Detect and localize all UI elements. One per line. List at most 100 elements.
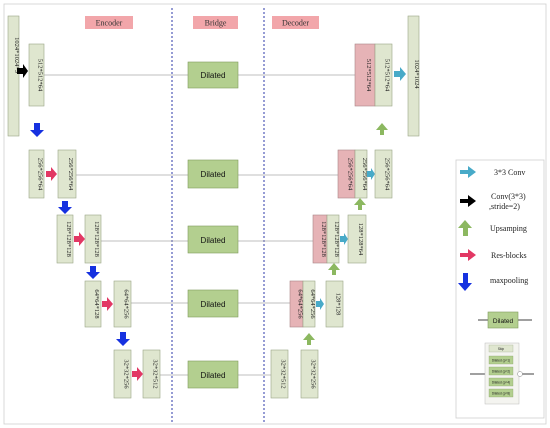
decoder-l3a-label: 128*128*128: [320, 221, 327, 257]
legend-maxpooling: maxpooling: [458, 273, 528, 291]
legend-detail-d3: Dilated (p=4): [492, 381, 510, 385]
encoder-l5b-label: 32*32*512: [152, 359, 159, 388]
upsample-arrow-4: [303, 333, 315, 345]
bridge-dilated-5: Dilated: [187, 360, 239, 389]
legend-detail-d4: Dilated (p=8): [492, 392, 510, 396]
encoder-input-block: 1024*1024*3: [7, 15, 20, 137]
decoder-l2a-block: 256*256*64: [337, 149, 356, 199]
decoder-l4a-block: 64*64*256: [289, 280, 304, 328]
encoder-l3b-block: 128*128*128: [84, 214, 102, 264]
header-bridge: Bridge: [193, 16, 238, 29]
resblock-arrow-4: [132, 367, 143, 381]
encoder-l1-label: 512*512*64: [37, 59, 44, 92]
decoder-l3b-label: 128*128*64: [357, 223, 364, 256]
bridge-dilated-1-label: Dilated: [201, 71, 226, 80]
legend-detail-d2: Dilated (p=2): [492, 370, 510, 374]
decoder-l5b-label: 32*32*256: [310, 359, 317, 389]
conv-arrow-l2: [367, 168, 375, 180]
decoder-l3a-block: 128*128*128: [312, 214, 328, 264]
encoder-l2b-label: 256*256*64: [67, 158, 74, 191]
resblock-arrow-icon: [460, 249, 476, 261]
sum-icon: [517, 371, 523, 377]
encoder-l2a-label: 256*256*64: [37, 158, 44, 191]
decoder-l4a-skip-label: 64*64*256: [309, 289, 316, 319]
header-encoder-label: Encoder: [96, 19, 123, 28]
conv-arrow-l4: [316, 298, 324, 310]
encoder-l3a-label: 128*128*128: [65, 221, 72, 257]
legend-upsampling-label: Upsamping: [490, 224, 527, 233]
decoder-l2b-label: 256*256*64: [384, 158, 391, 191]
decoder-l2a-skip: 256*256*64: [354, 149, 368, 199]
bridge-dilated-3-label: Dilated: [201, 236, 226, 245]
encoder-l4a-block: 64*64*128: [84, 280, 102, 328]
encoder-l4a-label: 64*64*128: [93, 289, 100, 318]
maxpool-arrow-2: [58, 201, 72, 214]
legend-detail-skip: Skip: [498, 347, 504, 351]
maxpool-arrow-4: [116, 332, 130, 346]
upsample-arrow-2: [354, 198, 366, 210]
legend-conv33-label: 3*3 Conv: [494, 168, 525, 177]
legend-resblocks-label: Res-blocks: [491, 251, 527, 260]
maxpool-arrow-1: [30, 123, 44, 137]
legend-dilated-label: Dilated: [493, 318, 514, 325]
decoder-output-block: 1024*1024: [407, 15, 420, 137]
encoder-l3b-label: 128*128*128: [93, 221, 100, 257]
decoder-l2a-skip-label: 256*256*64: [361, 158, 368, 191]
encoder-input-label: 1024*1024*3: [13, 37, 20, 73]
decoder-l2a-label: 256*256*64: [347, 158, 354, 191]
decoder-l4b-block: 128*128: [325, 280, 344, 328]
decoder-output-label: 1024*1024: [413, 59, 420, 89]
decoder-l5a-block: 32*32*512: [270, 349, 289, 399]
upsample-arrow-1: [376, 123, 388, 135]
upsample-arrow-3: [328, 263, 340, 275]
decoder-l5a-label: 32*32*512: [280, 359, 287, 388]
encoder-l5b-block: 32*32*512: [142, 349, 161, 399]
decoder-l3a-skip: 128*128*128: [326, 214, 340, 264]
legend-conv-stride-label-2: ,stride=2): [489, 202, 520, 211]
bridge-dilated-2: Dilated: [187, 159, 239, 189]
header-decoder: Decoder: [272, 16, 319, 29]
decoder-l1a-block: 512*512*64: [354, 43, 376, 107]
upsample-arrow-icon: [458, 220, 472, 236]
decoder-l5b-block: 32*32*256: [300, 349, 319, 399]
resblock-arrow-2: [74, 232, 85, 246]
bridge-dilated-5-label: Dilated: [201, 371, 226, 380]
outer-frame: [3, 3, 547, 425]
legend-detail-d1: Dilated (p=1): [492, 359, 510, 363]
maxpool-arrow-3: [86, 266, 100, 279]
stride-conv-arrow-icon: [460, 195, 476, 207]
legend-conv-stride: Conv(3*3) ,stride=2): [460, 192, 526, 211]
decoder-l4b-label: 128*128: [335, 293, 342, 316]
decoder-l4a-skip: 64*64*256: [302, 280, 316, 328]
header-bridge-label: Bridge: [205, 19, 227, 28]
decoder-l2b-block: 256*256*64: [374, 149, 393, 199]
legend-upsampling: Upsamping: [458, 220, 527, 236]
maxpool-arrow-icon: [458, 273, 472, 291]
encoder-l2a-block: 256*256*64: [28, 149, 45, 199]
bridge-dilated-1: Dilated: [187, 61, 239, 89]
bridge-dilated-2-label: Dilated: [201, 170, 226, 179]
decoder-l3b-block: 128*128*64: [347, 214, 367, 264]
decoder-l3a-skip-label: 128*128*128: [333, 221, 340, 257]
conv33-arrow-icon: [460, 166, 476, 178]
bridge-dilated-4: Dilated: [187, 289, 239, 318]
header-encoder: Encoder: [85, 16, 133, 29]
decoder-l1b-label: 512*512*64: [384, 59, 391, 92]
conv-arrow-l3: [340, 233, 348, 245]
encoder-l5a-block: 32*32*256: [113, 349, 132, 399]
legend-resblocks: Res-blocks: [460, 249, 527, 261]
header-decoder-label: Decoder: [282, 19, 309, 28]
legend-dilated: Dilated: [478, 311, 532, 329]
decoder-l1b-block: 512*512*64: [374, 43, 393, 107]
resblock-arrow-1: [46, 167, 57, 181]
bridge-dilated-4-label: Dilated: [201, 300, 226, 309]
encoder-l3a-block: 128*128*128: [56, 214, 74, 264]
bridge-dilated-3: Dilated: [187, 225, 239, 254]
encoder-l4b-block: 64*64*256: [113, 280, 132, 328]
stride-conv-arrow: [17, 64, 28, 78]
legend-dilated-detail: Skip Dilated (p=1) Dilated (p=2) Dilated…: [470, 342, 534, 405]
legend-conv-stride-label: Conv(3*3): [491, 192, 526, 201]
encoder-l1-block: 512*512*64: [28, 43, 45, 107]
decoder-l1a-label: 512*512*64: [365, 59, 372, 92]
